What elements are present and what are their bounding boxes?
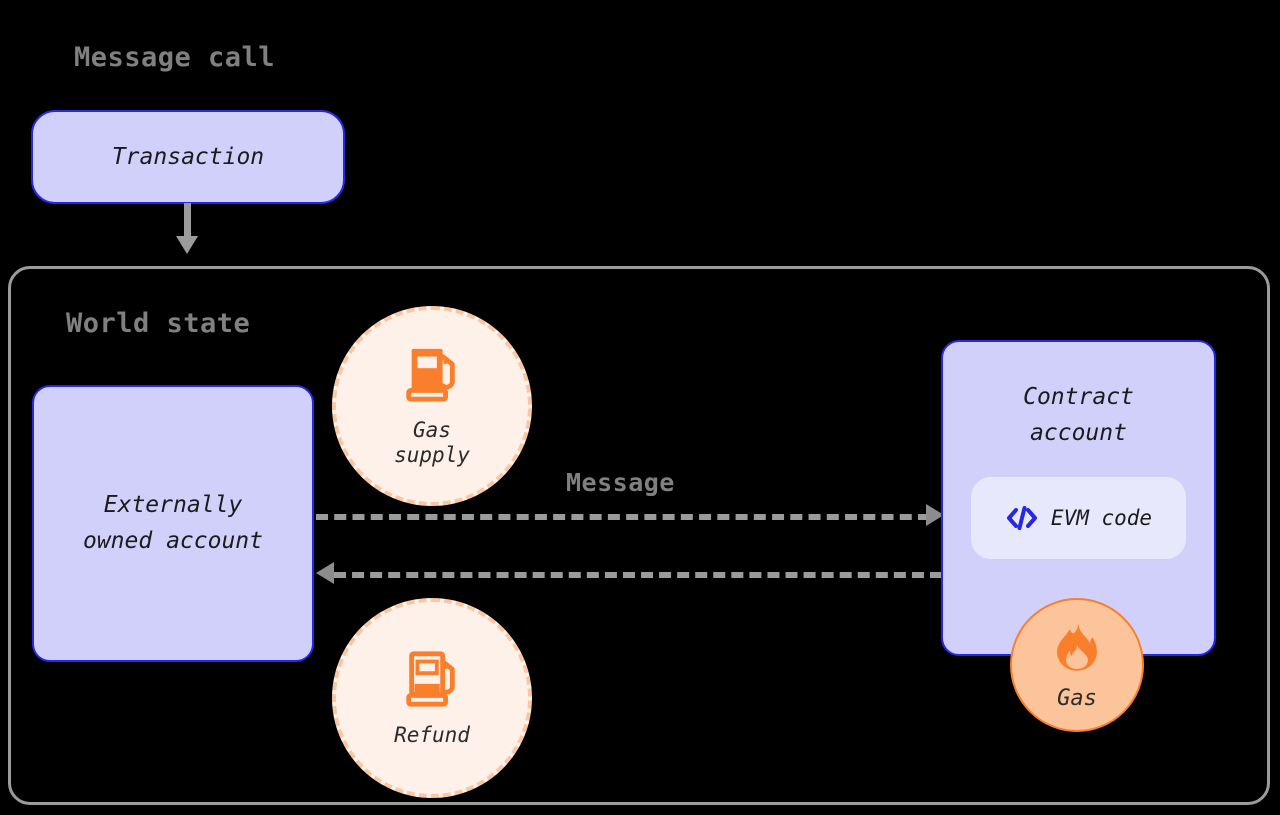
evm-code-label: EVM code bbox=[1050, 506, 1153, 530]
world-state-container bbox=[8, 266, 1270, 805]
transaction-label: Transaction bbox=[111, 144, 265, 170]
arrow-left-icon bbox=[316, 562, 334, 584]
message-forward-line bbox=[316, 514, 930, 520]
code-brackets-icon bbox=[1005, 503, 1039, 533]
gas-supply-badge[interactable]: Gas supply bbox=[332, 306, 532, 506]
contract-label-line1: Contract bbox=[1023, 384, 1134, 410]
message-return-line bbox=[334, 572, 942, 578]
contract-label-line2: account bbox=[1030, 419, 1127, 446]
arrow-right-icon bbox=[926, 504, 944, 526]
gas-supply-label-line1: Gas bbox=[413, 417, 451, 442]
transaction-to-world-state-arrow-shaft bbox=[184, 203, 191, 239]
eoa-label-line1: Externally bbox=[103, 491, 243, 518]
message-call-heading: Message call bbox=[74, 42, 276, 73]
externally-owned-account-node[interactable]: Externally owned account bbox=[32, 385, 314, 662]
arrow-down-icon bbox=[176, 236, 198, 254]
eoa-label-line2: owned account bbox=[82, 527, 263, 554]
transaction-node[interactable]: Transaction bbox=[31, 110, 345, 204]
refund-label: Refund bbox=[394, 722, 470, 747]
flame-icon bbox=[1048, 620, 1106, 684]
gas-supply-label-line2: supply bbox=[394, 443, 470, 468]
world-state-heading: World state bbox=[66, 308, 251, 339]
gas-badge-label: Gas bbox=[1057, 685, 1097, 711]
evm-code-chip[interactable]: EVM code bbox=[971, 477, 1186, 560]
refund-badge[interactable]: Refund bbox=[332, 598, 532, 798]
gas-badge[interactable]: Gas bbox=[1010, 598, 1144, 732]
message-connector-label: Message bbox=[566, 468, 675, 497]
gas-pump-full-icon bbox=[401, 343, 463, 412]
gas-pump-partial-icon bbox=[401, 648, 463, 717]
